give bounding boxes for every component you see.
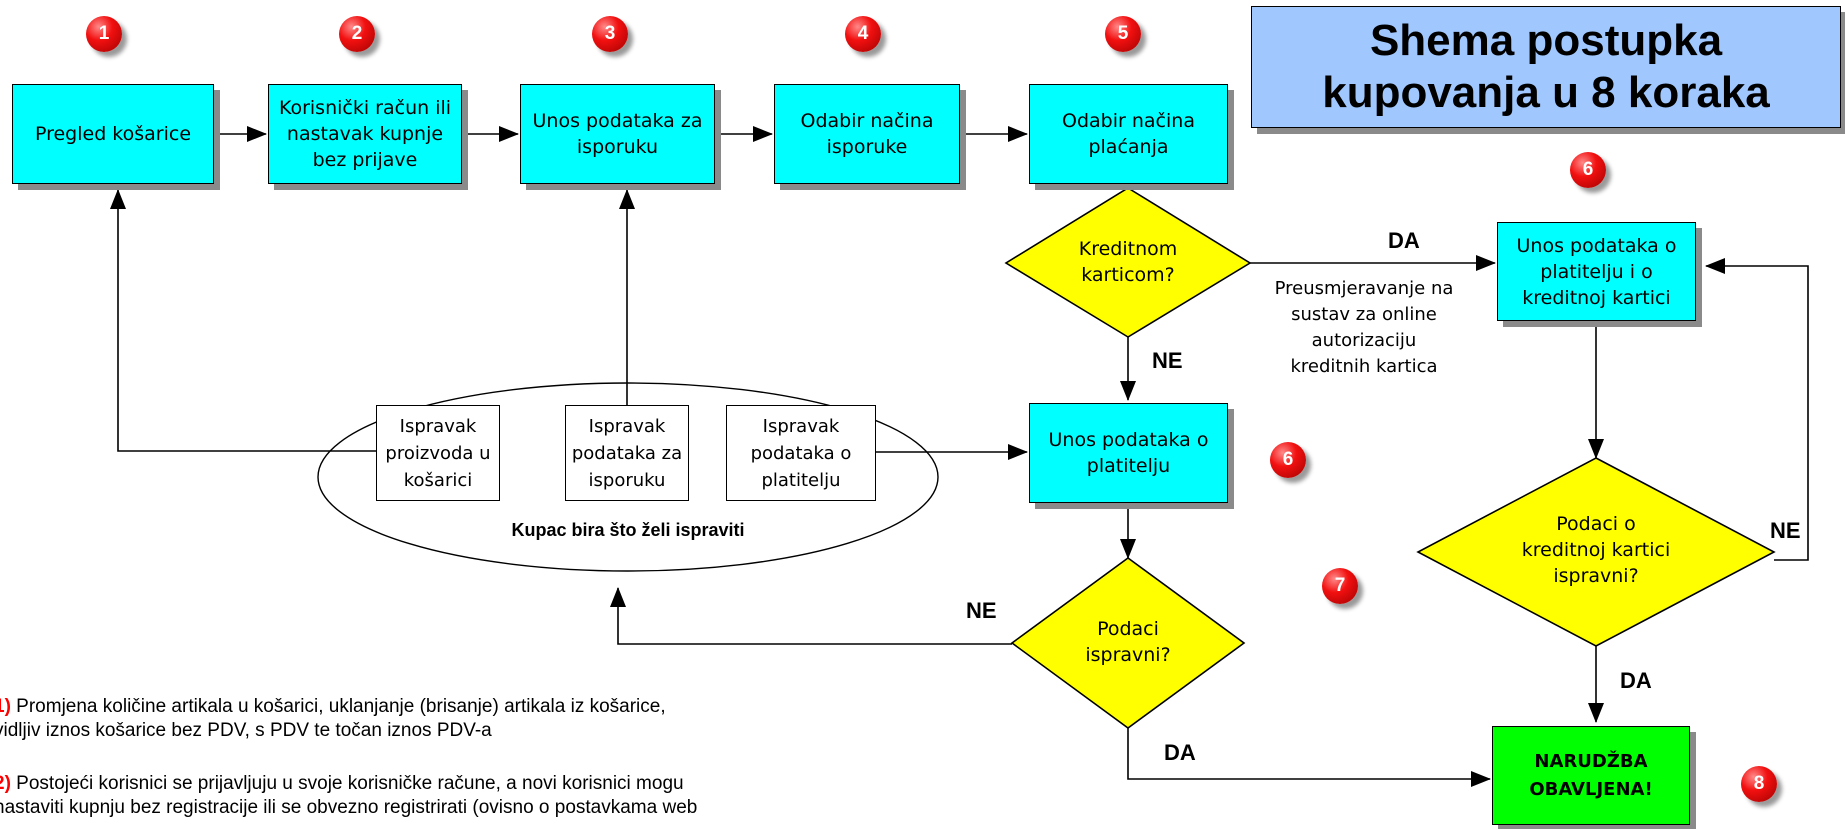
decision-card-data-label: Podaci o kreditnoj kartici ispravni? <box>1521 513 1671 587</box>
step-badge-6-payer: 6 <box>1270 442 1306 478</box>
correction-payer-box: Ispravak podataka o platitelju <box>726 405 876 501</box>
label-da-data: DA <box>1164 740 1196 765</box>
correction-shipping-box: Ispravak podataka za isporuku <box>565 405 689 501</box>
footnote-2-line-1: Postojeći korisnici se prijavljuju u svo… <box>10 773 684 794</box>
decision-credit-card-diamond <box>1004 187 1252 338</box>
arrow-da-to-order-bottom <box>1127 728 1491 787</box>
decision-card-data-diamond <box>1416 457 1776 647</box>
title-line-2: kupovanja u 8 koraka <box>1322 68 1770 117</box>
redirect-note: Preusmjeravanje na sustav za online auto… <box>1274 278 1454 377</box>
correction-product-box: Ispravak proizvoda u košarici <box>376 405 500 501</box>
footnote-1: 1) Promjena količine artikala u košarici… <box>0 695 666 743</box>
step-badge-5: 5 <box>1105 16 1141 52</box>
step-badge-8: 8 <box>1741 766 1777 802</box>
order-complete-box: NARUDŽBA OBAVLJENA! <box>1492 726 1690 825</box>
step-badge-7: 7 <box>1322 568 1358 604</box>
footnote-1-line-2: vidljiv iznos košarice bez PDV, s PDV te… <box>0 720 492 741</box>
corrections-caption: Kupac bira što želi ispraviti <box>511 520 745 540</box>
label-ne-card: NE <box>1770 518 1801 543</box>
label-da-card: DA <box>1620 668 1652 693</box>
footnote-2-line-2: nastaviti kupnju bez registracije ili se… <box>0 797 698 818</box>
decision-credit-card-label: Kreditnom karticom? <box>1078 238 1178 286</box>
step-2-box: Korisnički račun ili nastavak kupnje bez… <box>268 84 462 184</box>
step-badge-1: 1 <box>86 16 122 52</box>
decision-data-correct-label: Podaci ispravni? <box>1085 618 1171 666</box>
label-da-credit: DA <box>1388 228 1420 253</box>
corrections-ellipse <box>317 382 939 572</box>
footnote-2: 2) Postojeći korisnici se prijavljuju u … <box>0 772 697 820</box>
step-3-box: Unos podataka za isporuku <box>520 84 715 184</box>
label-ne-credit: NE <box>1152 348 1183 373</box>
step-badge-6-card: 6 <box>1570 152 1606 188</box>
footnote-1-number: 1) <box>0 696 11 717</box>
step-1-box: Pregled košarice <box>12 84 214 184</box>
step-badge-2: 2 <box>339 16 375 52</box>
arrow-ne-loop <box>1705 258 1809 561</box>
title-line-1: Shema postupka <box>1369 16 1723 65</box>
step-4-box: Odabir načina isporuke <box>774 84 960 184</box>
step-badge-3: 3 <box>592 16 628 52</box>
arrow-ne-to-corrections <box>610 587 1012 645</box>
label-ne-data: NE <box>966 598 997 623</box>
card-data-box: Unos podataka o platitelju i o kreditnoj… <box>1497 222 1696 321</box>
step-badge-4: 4 <box>845 16 881 52</box>
footnote-1-line-1: Promjena količine artikala u košarici, u… <box>10 696 666 717</box>
step-5-box: Odabir načina plaćanja <box>1029 84 1228 184</box>
decision-data-correct-diamond <box>1010 557 1246 729</box>
footnote-2-number: 2) <box>0 773 11 794</box>
payer-data-box: Unos podataka o platitelju <box>1029 403 1228 503</box>
arrow-correction-to-1 <box>110 189 376 452</box>
